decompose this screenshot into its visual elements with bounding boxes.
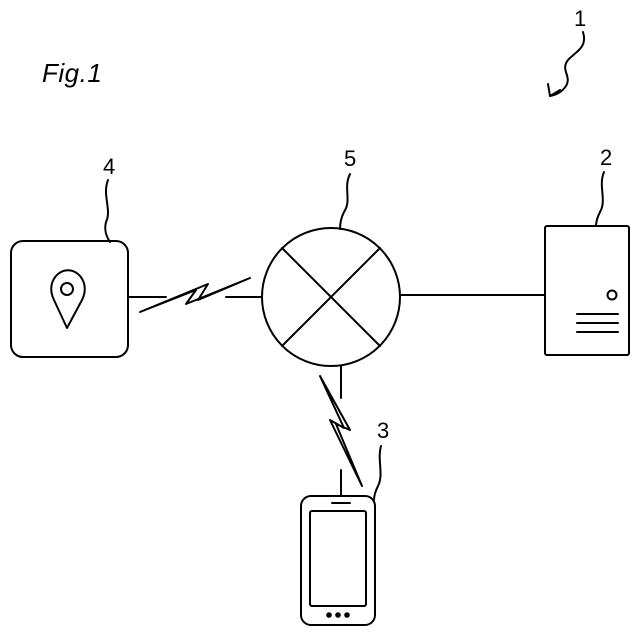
network-leader-line (340, 174, 350, 229)
smartphone-icon (301, 496, 375, 625)
server-tower-icon (545, 226, 629, 355)
lightning-bolt-icon (140, 278, 250, 312)
crossed-circle-icon (282, 248, 380, 346)
system-leader-arrow-icon (548, 32, 584, 96)
server-leader-line (596, 172, 604, 226)
location-device-leader-line (105, 180, 110, 242)
location-device-box (11, 241, 128, 357)
mobile-terminal-leader-line (374, 446, 381, 500)
map-pin-icon (51, 270, 85, 328)
wireless-link-network-mobile (320, 366, 362, 496)
network-node (262, 228, 400, 366)
wireless-link-location-network (128, 278, 262, 312)
